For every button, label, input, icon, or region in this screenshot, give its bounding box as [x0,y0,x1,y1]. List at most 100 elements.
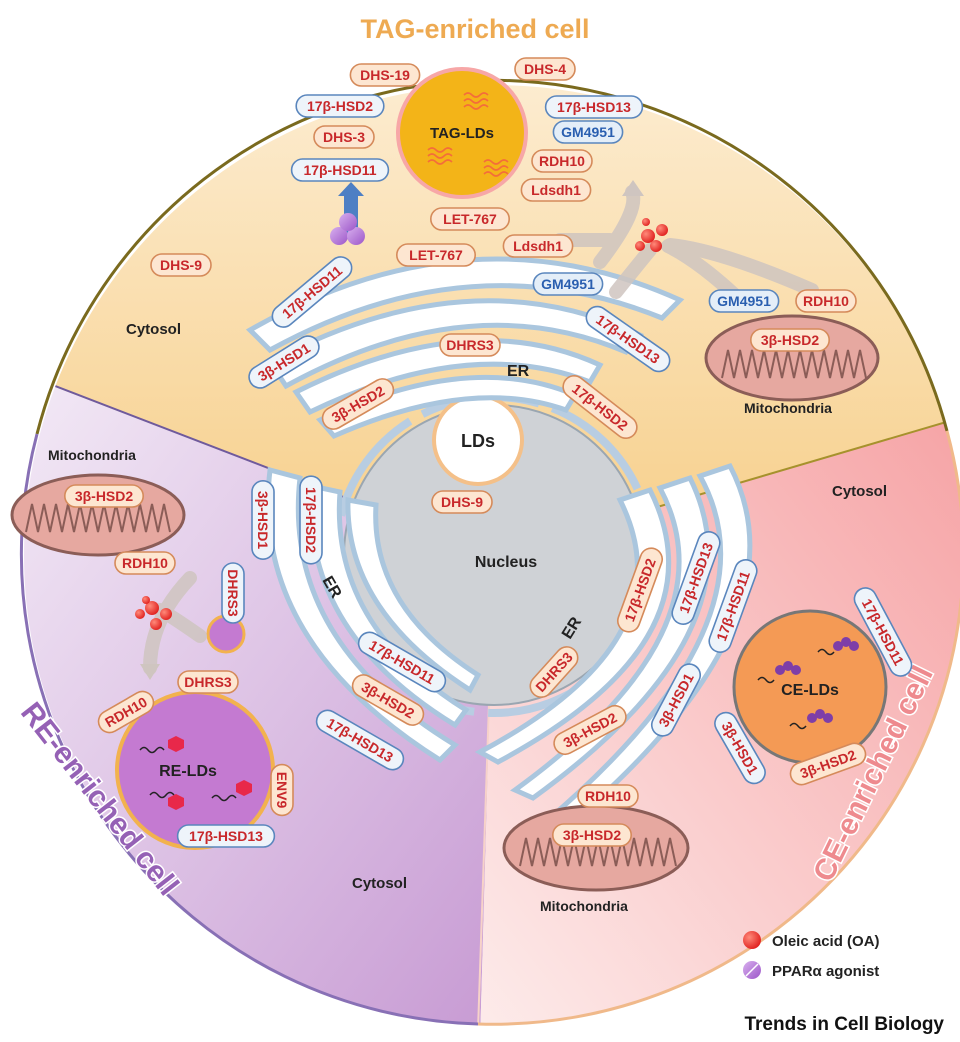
enzyme-pill [63,484,145,508]
enzyme-label-rdh10: RDH10 [531,149,593,173]
enzyme-text: GM4951 [541,276,595,292]
enzyme-pill [313,125,375,149]
enzyme-text: RDH10 [539,153,585,169]
oa-particles-re [135,596,172,630]
enzyme-pill [531,149,593,173]
enzyme-label-dhrs3: DHRS3 [439,333,501,357]
enzyme-text: 17β-HSD13 [557,99,631,115]
enzyme-pill [795,289,857,313]
enzyme-pill [349,63,421,87]
enzyme-label-hsd3b2: 3β-HSD2 [551,823,633,847]
enzyme-pill [650,663,702,737]
enzyme-pill [439,333,501,357]
ce-sector-border [477,430,960,1026]
enzyme-label-rdh10: RDH10 [114,551,176,575]
enzyme-pill [551,823,633,847]
enzyme-text: 17β-HSD13 [189,828,263,844]
enzyme-label-hsd17b13: 17β-HSD13 [176,824,276,848]
mitochondrion-tag [704,314,880,402]
enzyme-label-env9: ENV9 [270,763,294,817]
oleic-acid-legend-label: Oleic acid (OA) [772,933,880,950]
cytosol-label-ce: Cytosol [832,483,887,500]
enzyme-label-ldsdh1: Ldsdh1 [502,234,574,258]
enzyme-text: RDH10 [122,555,168,571]
enzyme-text: RDH10 [585,788,631,804]
enzyme-label-gm4951: GM4951 [552,120,624,144]
enzyme-pill [749,328,831,352]
oa-arrow-head-tag [622,180,644,196]
legend: Oleic acid (OA) PPARα agonist [743,931,880,980]
enzyme-label-rdh10: RDH10 [795,289,857,313]
enzyme-text: ENV9 [274,772,290,809]
enzyme-text: 3β-HSD2 [563,827,622,843]
enzyme-pill [714,711,766,785]
enzyme-label-hsd17b11: 17β-HSD11 [290,158,390,182]
cytosol-label-tag: Cytosol [126,321,181,338]
enzyme-text: DHS-9 [160,257,202,273]
oa-particles-tag [635,218,668,252]
tag-lipid-droplet [396,67,528,199]
enzyme-pill [150,253,212,277]
enzyme-pill [585,305,671,373]
mitochondria-label-ce: Mitochondria [540,898,628,914]
enzyme-text: DHS-19 [360,67,410,83]
enzyme-pill [544,95,644,119]
enzyme-text: DHS-9 [441,494,483,510]
enzyme-pill [176,824,276,848]
enzyme-pill [708,289,780,313]
enzyme-pill [177,670,239,694]
enzyme-pill [315,709,405,771]
enzyme-pill [553,704,627,756]
enzyme-label-dhrs3: DHRS3 [221,562,245,624]
enzyme-label-hsd17b13: 17β-HSD13 [544,95,644,119]
enzyme-text: 3β-HSD2 [75,488,134,504]
ppara-legend-label: PPARα agonist [772,963,879,980]
enzyme-label-ldsdh1: Ldsdh1 [520,178,592,202]
enzyme-pill [97,690,155,734]
re-retinoid-molecules [139,736,252,810]
enzyme-text: 3β-HSD1 [255,491,271,550]
enzyme-pill [520,178,592,202]
journal-credit: Trends in Cell Biology [744,1014,944,1035]
enzyme-label-rdh10: RDH10 [577,784,639,808]
enzyme-pill [789,742,867,786]
enzyme-label-hsd17b2: 17β-HSD2 [299,475,323,565]
mitochondria-label-re: Mitochondria [48,447,136,463]
enzyme-pill [295,94,385,118]
enzyme-pill [671,531,721,625]
enzyme-pill [552,120,624,144]
enzyme-text: GM4951 [717,293,771,309]
enzyme-pill [248,335,320,389]
enzyme-label-dhs9: DHS-9 [150,253,212,277]
nuclear-lds-label: LDs [461,431,495,451]
enzyme-text: RDH10 [803,293,849,309]
enzyme-label-hsd3b2: 3β-HSD2 [63,484,145,508]
enzyme-pill [529,646,579,698]
enzyme-pill [395,243,477,267]
enzyme-pill [708,559,758,653]
tag-lds-label: TAG-LDs [430,125,494,142]
enzyme-pill [114,551,176,575]
ce-lds-label: CE-LDs [781,682,839,699]
enzyme-pill [502,234,574,258]
enzyme-label-hsd3b1: 3β-HSD1 [251,479,275,561]
enzyme-label-dhs4: DHS-4 [514,57,576,81]
enzyme-pill [271,256,353,328]
enzyme-text: DHRS3 [446,337,494,353]
enzyme-label-hsd3b2: 3β-HSD2 [749,328,831,352]
enzyme-pill [532,272,604,296]
ppara-agonist-particles [330,213,365,245]
enzyme-pill [562,375,638,439]
enzyme-pill [431,490,493,514]
enzyme-pill [221,562,245,624]
er-re [265,466,482,764]
enzyme-text: Ldsdh1 [513,238,563,254]
tag-sector-title: TAG-enriched cell [360,14,589,44]
re-sector-border [19,433,479,1026]
enzyme-label-dhrs3: DHRS3 [177,670,239,694]
enzyme-label-let767: LET-767 [395,243,477,267]
enzyme-pill [251,479,275,561]
enzyme-text: DHRS3 [225,569,241,617]
